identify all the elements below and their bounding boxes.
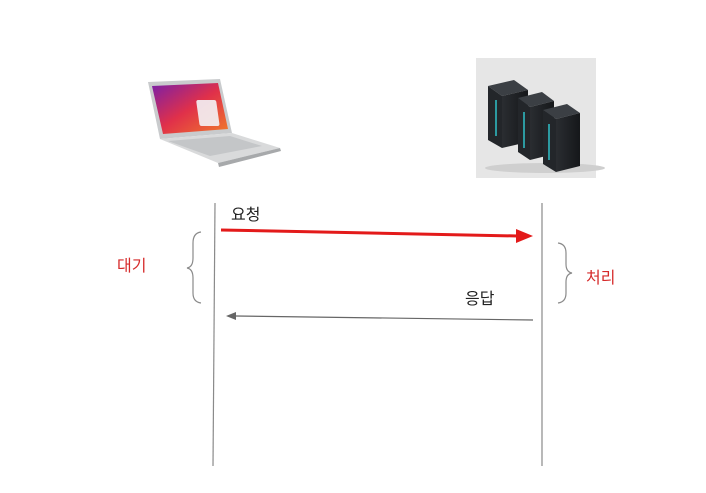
wait-state-label: 대기 [117, 256, 147, 275]
response-label: 응답 [465, 289, 495, 308]
process-brace [557, 242, 573, 304]
process-state-label: 처리 [586, 268, 616, 287]
response-arrow [226, 312, 534, 321]
request-label: 요청 [231, 205, 261, 224]
server-rack-icon [476, 58, 605, 178]
client-lifeline [212, 202, 216, 467]
request-arrow [220, 228, 533, 243]
wait-brace [186, 231, 202, 304]
laptop-icon [148, 79, 281, 167]
